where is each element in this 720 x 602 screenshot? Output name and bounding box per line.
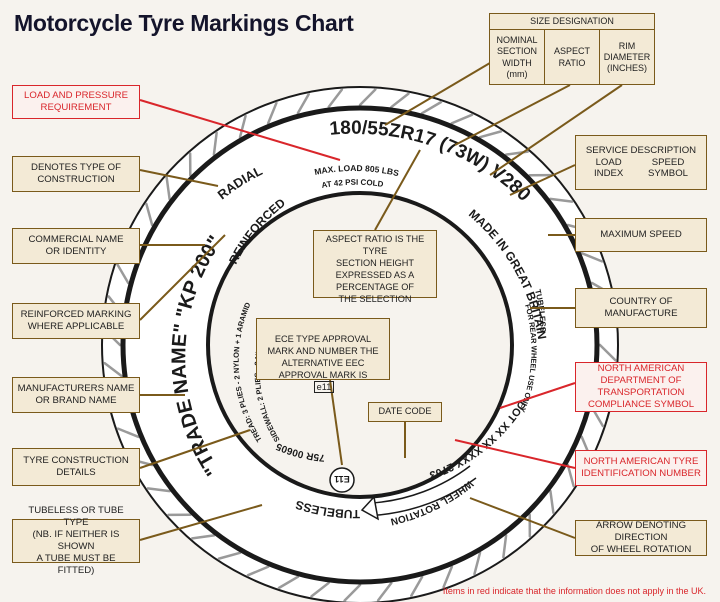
leader-construction (139, 169, 219, 187)
label-manufacturer: MANUFACTURERS NAME OR BRAND NAME (12, 377, 140, 413)
ece-mark-circle (329, 467, 355, 493)
leader-load-pressure (139, 99, 341, 161)
label-na-dot: NORTH AMERICAN DEPARTMENT OF TRANSPORTAT… (575, 362, 707, 412)
tread-groove (442, 565, 454, 589)
tread-groove (376, 581, 393, 602)
label-construction-details: TYRE CONSTRUCTION DETAILS (12, 448, 140, 486)
footnote: Items in red indicate that the informati… (442, 586, 706, 596)
leader-reinforced (139, 234, 226, 321)
tread-groove (327, 88, 344, 109)
label-na-tyre-id: NORTH AMERICAN TYRE IDENTIFICATION NUMBE… (575, 450, 707, 486)
tread-groove (566, 463, 575, 488)
size-nominal-width: NOMINAL SECTION WIDTH (mm) (496, 35, 538, 79)
tread-groove (478, 130, 503, 139)
tread-groove (549, 489, 555, 514)
tread-groove (115, 262, 130, 285)
tread-groove (277, 575, 300, 590)
tread-groove (296, 92, 310, 115)
tread-groove (116, 427, 140, 439)
label-date-code: DATE CODE (368, 402, 442, 422)
tread-groove (598, 343, 617, 362)
leader-ece (329, 379, 343, 466)
ece-mark-box: e11 (313, 380, 335, 393)
label-aspect-ratio-explained: ASPECT RATIO IS THE TYRE SECTION HEIGHT … (313, 230, 437, 304)
size-rim-diameter: RIM DIAMETER (INCHES) (599, 30, 654, 85)
tread-groove (217, 551, 242, 560)
label-load-pressure: LOAD AND PRESSURE REQUIREMENT (12, 85, 140, 119)
label-service-description: SERVICE DESCRIPTION LOAD INDEX SPEED SYM… (575, 135, 707, 190)
tread-groove (549, 197, 574, 203)
leader-size-width (384, 59, 496, 126)
service-description-title: SERVICE DESCRIPTION (585, 144, 697, 156)
leader-size-aspect (454, 84, 571, 146)
leader-na-id (454, 439, 576, 469)
tread-groove (450, 113, 474, 125)
ece-circle-text: E11 (334, 474, 350, 484)
tread-groove (343, 583, 362, 602)
rotation-arrow-head-icon (360, 495, 380, 521)
label-tubeless-tube: TUBELESS OR TUBE TYPE (NB. IF NEITHER IS… (12, 505, 140, 576)
label-max-speed: MAXIMUM SPEED (575, 218, 707, 252)
tread-groove (502, 534, 508, 559)
leader-rotation (469, 497, 576, 539)
leader-aspect-ratio (374, 149, 421, 231)
label-reinforced: REINFORCED MARKING WHERE APPLICABLE (12, 303, 140, 339)
label-construction-type: DENOTES TYPE OF CONSTRUCTION (12, 156, 140, 192)
tread-groove (145, 202, 154, 227)
tread-groove (103, 361, 124, 378)
tread-groove (390, 92, 410, 109)
tread-groove (191, 534, 216, 540)
label-arrow-rotation: ARROW DENOTING DIRECTION OF WHEEL ROTATI… (575, 520, 707, 556)
label-ece-approval: ECE TYPE APPROVAL MARK AND NUMBER THE AL… (256, 318, 390, 393)
leader-construction-details (139, 429, 251, 469)
tread-groove (238, 114, 247, 139)
leader-na-dot (499, 382, 576, 409)
tread-groove (310, 581, 330, 598)
tread-groove (165, 176, 171, 201)
leader-tubeless (139, 504, 263, 541)
svg-text:AT 42 PSI COLD: AT 42 PSI COLD (321, 178, 384, 190)
leader-load-index (509, 164, 576, 196)
tread-groove (212, 131, 218, 156)
tread-groove (266, 101, 278, 125)
tread-groove (146, 487, 171, 493)
psi-text: AT 42 PSI COLD (321, 178, 384, 190)
tread-groove (410, 575, 424, 598)
chart-title: Motorcycle Tyre Markings Chart (14, 10, 354, 36)
rotation-arrow-band (377, 477, 477, 516)
label-country: COUNTRY OF MANUFACTURE (575, 288, 707, 328)
leader-size-rim (489, 84, 623, 176)
size-designation-box: SIZE DESIGNATION NOMINAL SECTION WIDTH (… (489, 13, 655, 85)
service-speed-symbol: SPEED SYMBOL (648, 156, 688, 180)
rotation-arrow-band-inner (371, 465, 471, 504)
tread-groove (246, 565, 270, 577)
service-load-index: LOAD INDEX (594, 156, 624, 180)
leader-lines (139, 59, 623, 541)
red-leader-lines (139, 99, 576, 469)
tread-groove (473, 551, 482, 576)
label-commercial-name: COMMERCIAL NAME OR IDENTITY (12, 228, 140, 264)
size-designation-header: SIZE DESIGNATION (490, 14, 654, 30)
ece-approval-text: ECE TYPE APPROVAL MARK AND NUMBER THE AL… (267, 333, 379, 380)
size-aspect-ratio: ASPECT RATIO (544, 30, 599, 85)
tread-groove (420, 100, 443, 115)
tread-groove (358, 88, 377, 107)
tread-groove (580, 251, 604, 263)
